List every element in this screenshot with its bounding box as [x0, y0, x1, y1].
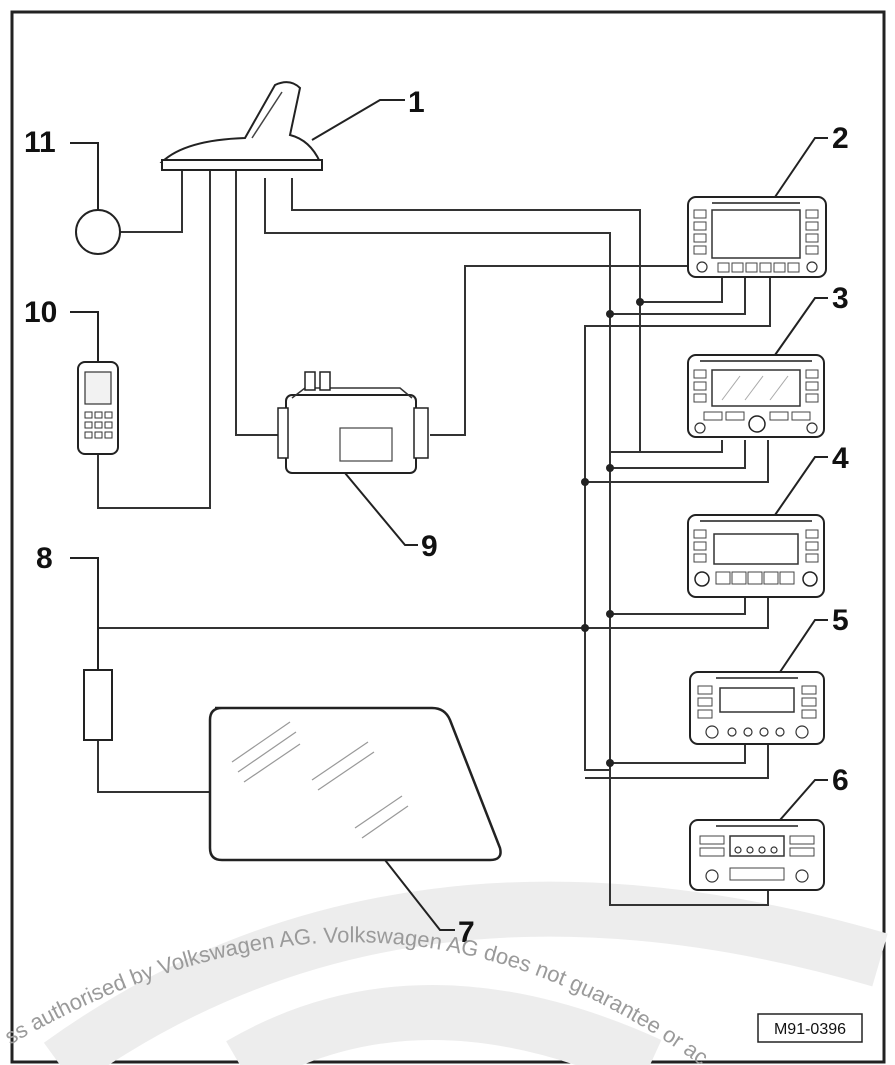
mobile-phone: [70, 311, 119, 455]
watermark-arcs: [43, 881, 888, 1065]
label-8: 8: [36, 542, 53, 575]
figure-code-box: [757, 1013, 863, 1043]
roof-antenna: [159, 81, 405, 171]
label-6: 6: [832, 764, 849, 797]
radio-nav-unit-2: [687, 137, 828, 278]
label-9: 9: [421, 530, 438, 563]
radio-unit-4: [687, 456, 828, 598]
radio-unit-6: [689, 779, 828, 891]
label-2: 2: [832, 122, 849, 155]
label-5: 5: [832, 604, 849, 637]
label-3: 3: [832, 282, 849, 315]
label-4: 4: [832, 442, 849, 475]
ground-circle: [75, 209, 121, 255]
radio-unit-3: [687, 297, 828, 438]
label-11: 11: [24, 126, 56, 159]
figure-code: M91-0396: [774, 1021, 846, 1038]
window-glass-antenna: [208, 706, 502, 931]
radio-unit-5: [689, 619, 828, 745]
antenna-amplifier: [70, 557, 113, 741]
label-7: 7: [458, 916, 475, 949]
control-box: [277, 371, 429, 546]
label-10: 10: [24, 296, 57, 329]
label-1: 1: [408, 86, 425, 119]
